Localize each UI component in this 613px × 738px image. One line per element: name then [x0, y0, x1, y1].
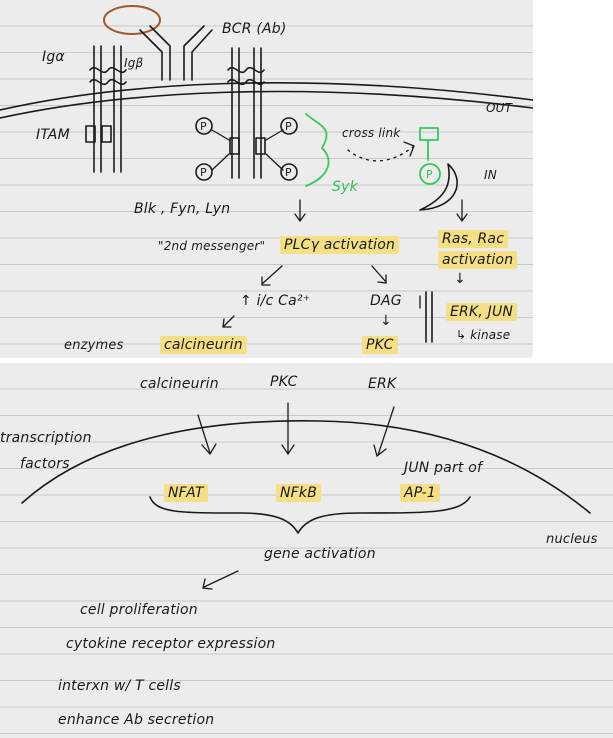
itam-box-4 — [255, 137, 266, 155]
bcr-arm-right-outer — [191, 29, 213, 81]
erk-source-label: ERK — [368, 376, 397, 392]
phosphate-circle-1 — [195, 117, 213, 135]
phospho-link-2 — [211, 153, 230, 171]
pkc-label: PKC — [362, 336, 398, 354]
ig-alpha-chain — [93, 45, 102, 173]
nfkb-label: NFkB — [276, 484, 322, 502]
kinase-label: ↳ kinase — [456, 328, 511, 342]
effect-item: cytokine receptor expression — [66, 636, 276, 652]
gene-activation-label: gene activation — [264, 546, 376, 562]
effect-item: interxn w/ T cells — [58, 678, 181, 694]
enzymes-label: enzymes — [64, 338, 124, 353]
cross-link-dotted-arrow — [347, 145, 415, 162]
bcr-arm-right-inner — [183, 25, 205, 81]
calcineurin-label: calcineurin — [160, 336, 247, 354]
arrow-to-ca — [261, 265, 283, 286]
bcr-label: BCR (Ab) — [222, 21, 287, 37]
bcr-arm-left-inner — [149, 25, 171, 81]
receptor-linker-top — [227, 66, 265, 74]
transcription-label: transcription — [0, 430, 92, 446]
antigen-oval — [103, 5, 161, 35]
ras-activation-label: activation — [438, 251, 518, 269]
gene-activation-brace — [149, 496, 471, 534]
factors-label: factors — [20, 456, 70, 472]
phospho-link-3 — [265, 129, 284, 141]
erk-jun-label: ERK, JUN — [446, 303, 518, 321]
pkc-source-label: PKC — [270, 374, 298, 390]
ras-arrow-label: ↓ — [454, 271, 466, 287]
dag-arrow-label: ↓ — [380, 313, 392, 329]
syk-target-outline — [419, 127, 439, 161]
arrow-pkc-nfkb — [281, 402, 295, 456]
syk-outline — [305, 113, 330, 187]
itam-box-2 — [101, 125, 112, 143]
bcr-arm-left-outer — [139, 29, 163, 81]
second-messenger-label: "2nd messenger" — [158, 239, 266, 253]
out-label: OUT — [486, 101, 513, 115]
membrane-inner-line — [0, 90, 533, 119]
itam-box-3 — [229, 137, 240, 155]
phosphate-p-3: P — [285, 120, 292, 133]
phospho-link-4 — [265, 153, 284, 171]
arrow-calcineurin-nfat — [197, 414, 217, 456]
transcription-panel: calcineurin PKC ERK transcription factor… — [0, 363, 613, 738]
ras-rac-label: Ras, Rac — [438, 230, 509, 248]
nfat-label: NFAT — [164, 484, 208, 502]
nucleus-membrane — [21, 420, 591, 514]
top-right-blank — [533, 0, 613, 358]
phosphate-circle-4 — [280, 163, 298, 181]
phosphate-p-4: P — [285, 166, 292, 179]
itam-label: ITAM — [36, 127, 70, 143]
arrow-to-plc — [294, 199, 306, 223]
cross-link-label: cross link — [342, 126, 401, 140]
phospho-link-1 — [211, 129, 230, 141]
phosphate-circle-2 — [195, 163, 213, 181]
phosphate-p-1: P — [200, 120, 207, 133]
syk-phosphate-p: P — [426, 168, 433, 181]
adaptor-crescent — [419, 163, 458, 211]
arrow-to-calcineurin — [222, 315, 235, 328]
arrow-to-effects — [202, 570, 239, 590]
jun-part-label: JUN part of — [404, 460, 483, 476]
ig-linker-top — [89, 66, 127, 74]
nucleus-sketch — [21, 402, 591, 590]
dag-label: DAG — [370, 293, 402, 309]
receptor-linker-bottom — [227, 78, 265, 86]
receptor-chain-2 — [253, 47, 262, 179]
arrow-to-dag — [371, 265, 387, 284]
ig-beta-label: Igβ — [124, 56, 144, 70]
ig-beta-chain — [113, 45, 122, 173]
nucleus-label: nucleus — [546, 532, 598, 547]
bcr-signaling-sketch — [0, 5, 533, 343]
arrow-erk-jun — [373, 406, 395, 458]
kinases-label: Blk , Fyn, Lyn — [134, 201, 231, 217]
ig-linker-bottom — [89, 78, 127, 86]
in-label: IN — [484, 168, 497, 182]
phosphate-circle-3 — [280, 117, 298, 135]
syk-phosphate-circle — [419, 163, 441, 185]
effect-item: enhance Ab secretion — [58, 712, 215, 728]
ap1-label: AP-1 — [400, 484, 441, 502]
syk-label: Syk — [332, 179, 358, 195]
calcineurin-source-label: calcineurin — [140, 376, 219, 392]
phosphate-p-2: P — [200, 166, 207, 179]
arrow-to-ras — [456, 199, 468, 223]
itam-box-1 — [85, 125, 96, 143]
cross-link-arrowhead — [403, 141, 415, 157]
calcium-label: ↑ i/c Ca²⁺ — [240, 293, 311, 309]
receptor-chain-1 — [231, 47, 240, 179]
effect-item: cell proliferation — [80, 602, 198, 618]
ig-alpha-label: Igα — [42, 49, 65, 65]
plc-activation-label: PLCγ activation — [280, 236, 400, 254]
double-bar — [425, 291, 433, 343]
signaling-panel: BCR (Ab) Igα Igβ OUT ITAM cross link IN … — [0, 0, 533, 358]
membrane-outer-line — [0, 81, 533, 111]
